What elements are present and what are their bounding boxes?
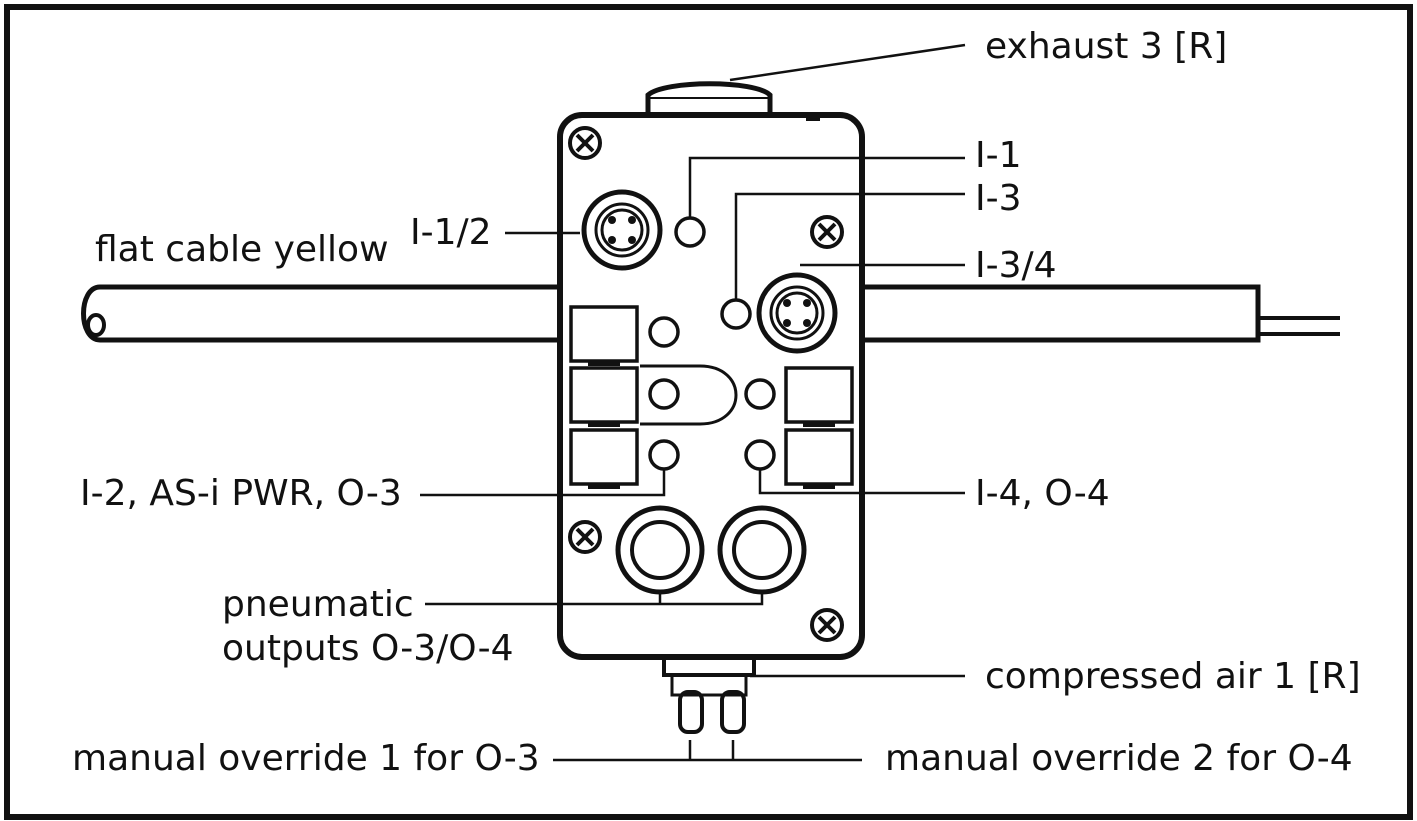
exhaust-cap-icon: [645, 81, 773, 115]
label-compressed-air: compressed air 1 [R]: [985, 656, 1361, 697]
leader-lines: [420, 43, 966, 762]
led-icon: [744, 439, 776, 471]
flat-cable-left: [81, 284, 560, 343]
label-pneumatic-line1: pneumatic: [222, 584, 414, 625]
compressed-air-fitting: [662, 655, 756, 697]
manual-override-2: [720, 690, 746, 734]
label-override2: manual override 2 for O-4: [885, 738, 1353, 779]
label-override1: manual override 1 for O-3: [72, 738, 540, 779]
label-i12: I-1/2: [410, 212, 492, 253]
flat-cable-right: [862, 284, 1340, 343]
led-icon: [648, 378, 680, 410]
screw-icon: [810, 215, 844, 249]
led-icon: [744, 378, 776, 410]
led-icon: [648, 316, 680, 348]
label-exhaust: exhaust 3 [R]: [985, 26, 1227, 67]
label-i4-o4: I-4, O-4: [975, 473, 1110, 514]
label-window-left: [569, 305, 639, 489]
m12-connector-icon: [756, 272, 838, 354]
label-i1: I-1: [975, 135, 1022, 176]
manual-override-1: [678, 690, 704, 734]
screw-icon: [810, 608, 844, 642]
led-icon: [648, 439, 680, 471]
m12-connector-icon: [581, 189, 663, 271]
screw-icon: [568, 126, 602, 160]
label-i2-asi-o3: I-2, AS-i PWR, O-3: [80, 473, 402, 514]
outer-border: [4, 4, 1413, 820]
label-i34: I-3/4: [975, 245, 1057, 286]
label-flat-cable: flat cable yellow: [95, 229, 389, 270]
label-pneumatic-line2: outputs O-3/O-4: [222, 628, 514, 669]
label-i3: I-3: [975, 178, 1022, 219]
screw-icon: [568, 520, 602, 554]
label-window-right: [784, 366, 854, 489]
